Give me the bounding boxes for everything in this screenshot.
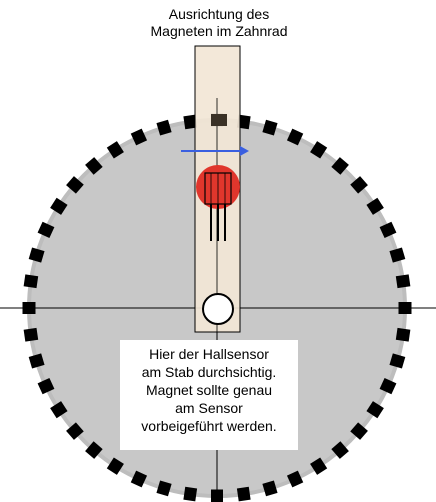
gear-tooth — [130, 128, 148, 146]
gear-tooth — [85, 157, 103, 175]
gear-tooth — [183, 114, 198, 130]
gear-tooth — [379, 377, 397, 395]
gear-tooth — [28, 247, 45, 263]
gear-tooth — [28, 353, 45, 369]
gear-tooth — [50, 197, 68, 215]
gear-tooth — [37, 377, 55, 395]
title-line-2: Magneten im Zahnrad — [150, 23, 288, 39]
gear-tooth — [236, 486, 251, 502]
gear-tooth — [310, 141, 328, 159]
gear-tooth — [366, 401, 384, 419]
gear-tooth — [66, 422, 84, 440]
gear-tooth — [23, 327, 39, 342]
gear-tooth — [85, 441, 103, 459]
gear-tooth — [395, 327, 411, 342]
axle-hole-icon — [202, 293, 234, 325]
gear-tooth — [156, 119, 172, 136]
gear-tooth — [350, 422, 368, 440]
gear-tooth — [130, 470, 148, 488]
note-line-2: am Stab durchsichtig. — [141, 364, 277, 380]
diagram-title: Ausrichtung des Magneten im Zahnrad — [108, 6, 330, 40]
gear-tooth — [310, 457, 328, 475]
gear-tooth — [286, 128, 304, 146]
gear-tooth — [106, 457, 124, 475]
hall-sensor-note: Hier der Hallsensor am Stab durchsichtig… — [120, 340, 298, 450]
magnet-icon — [211, 114, 227, 126]
gear-tooth — [350, 176, 368, 194]
gear-tooth — [23, 274, 39, 289]
gear-tooth — [366, 197, 384, 215]
note-line-5: vorbeigeführt werden. — [141, 418, 277, 434]
note-line-4: am Sensor — [175, 400, 243, 416]
gear-tooth — [156, 480, 172, 497]
gear-tooth — [331, 441, 349, 459]
gear-tooth — [262, 480, 278, 497]
arrow-right-icon — [181, 146, 249, 156]
gear-tooth — [395, 274, 411, 289]
gear-tooth — [379, 221, 397, 239]
gear-tooth — [183, 486, 198, 502]
gear-tooth — [389, 247, 406, 263]
gear-tooth — [66, 176, 84, 194]
hall-sensor-icon — [196, 165, 240, 241]
gear-tooth — [37, 221, 55, 239]
gear-tooth — [331, 157, 349, 175]
gear-tooth — [389, 353, 406, 369]
note-line-3: Magnet sollte genau — [145, 382, 273, 398]
title-line-1: Ausrichtung des — [168, 6, 270, 22]
gear-tooth — [286, 470, 304, 488]
gear-tooth — [50, 401, 68, 419]
gear-tooth — [262, 119, 278, 136]
note-line-1: Hier der Hallsensor — [149, 346, 269, 362]
gear-tooth — [106, 141, 124, 159]
